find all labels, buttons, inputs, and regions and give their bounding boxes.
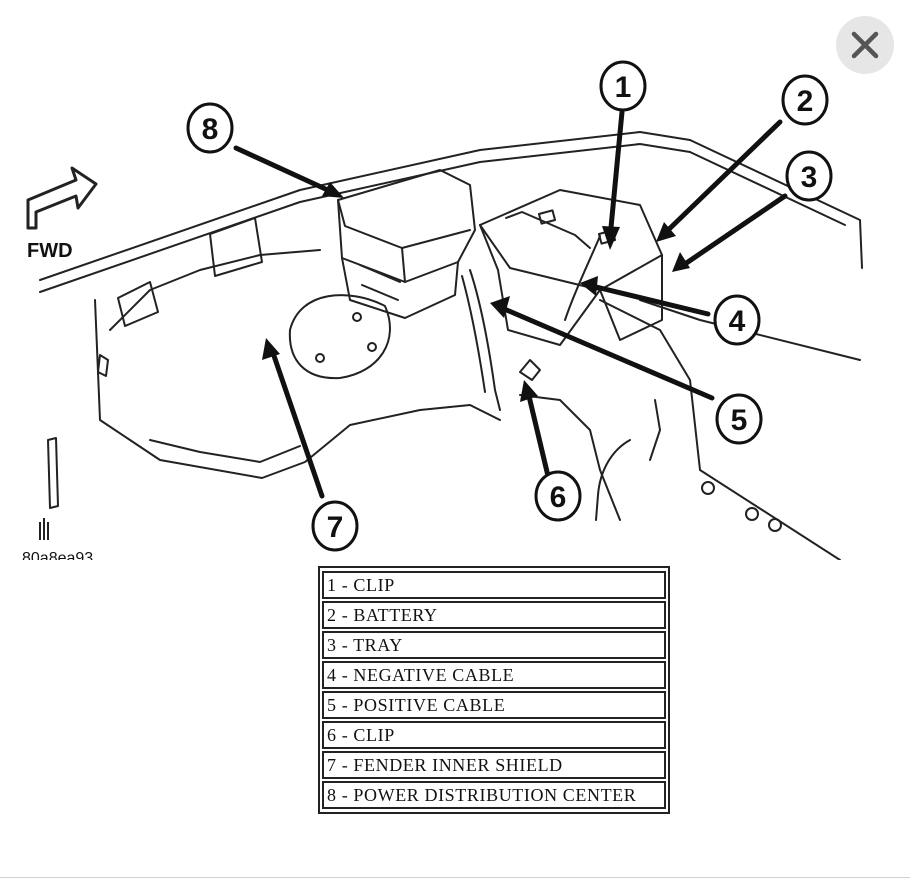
logo-mark-icon (39, 518, 49, 540)
arrowheads (262, 182, 690, 402)
legend-item-fender-inner-shield: 7 - FENDER INNER SHIELD (322, 751, 666, 779)
callout-6: 6 (550, 481, 567, 514)
fwd-arrow-icon (26, 166, 98, 230)
callout-4: 4 (729, 305, 746, 338)
callout-1: 1 (615, 71, 632, 104)
close-button[interactable] (836, 16, 894, 74)
legend-item-clip: 1 - CLIP (322, 571, 666, 599)
legend-item-power-distribution-center: 8 - POWER DISTRIBUTION CENTER (322, 781, 666, 809)
leader-lines (233, 109, 788, 499)
callout-7: 7 (327, 511, 344, 544)
vehicle-body-linework (39, 131, 863, 560)
callout-circles (186, 60, 833, 552)
battery-diagram: FWD 80a8ea93 1 2 3 4 5 (22, 60, 863, 560)
callout-2: 2 (797, 85, 814, 118)
callout-8: 8 (202, 113, 219, 146)
legend-item-positive-cable: 5 - POSITIVE CABLE (322, 691, 666, 719)
legend-item-negative-cable: 4 - NEGATIVE CABLE (322, 661, 666, 689)
reference-code: 80a8ea93 (22, 550, 93, 560)
close-icon (851, 31, 879, 59)
legend-item-clip-2: 6 - CLIP (322, 721, 666, 749)
callout-3: 3 (801, 161, 818, 194)
legend-item-battery: 2 - BATTERY (322, 601, 666, 629)
fwd-label: FWD (27, 240, 73, 262)
legend-table: 1 - CLIP 2 - BATTERY 3 - TRAY 4 - NEGATI… (318, 566, 670, 814)
divider (0, 877, 910, 878)
legend-item-tray: 3 - TRAY (322, 631, 666, 659)
callout-5: 5 (731, 404, 748, 437)
